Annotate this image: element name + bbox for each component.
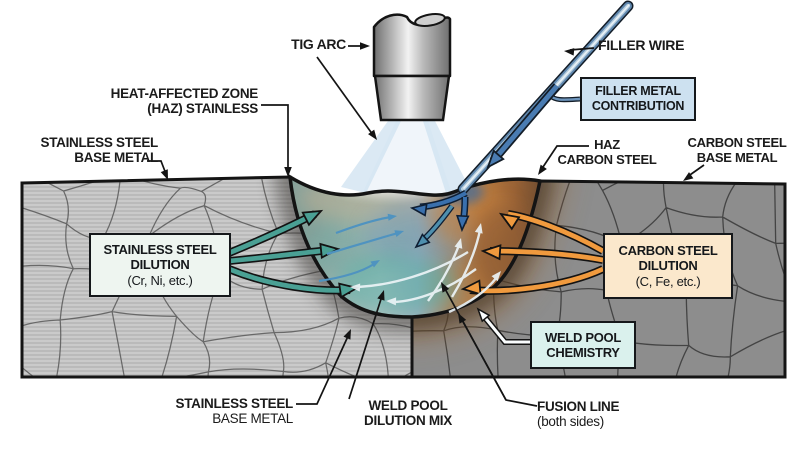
fusion-line-label: FUSION LINE (both sides) (537, 399, 637, 430)
callout-leader-lines (147, 42, 705, 407)
filler-metal-contribution-box: FILLER METAL CONTRIBUTION (580, 77, 696, 121)
fmc-line2: CONTRIBUTION (591, 99, 685, 113)
ssd-line1: STAINLESS STEEL (103, 242, 217, 257)
filler-metal-arrows (409, 83, 561, 249)
weld-pool-chemistry-leader (476, 307, 531, 345)
weld-pool-dilution-line2: DILUTION MIX (364, 413, 452, 429)
haz-carbon-line2: CARBON STEEL (557, 151, 657, 167)
carbon-dilution-arrows (460, 210, 605, 296)
ssd-line3: (Cr, Ni, etc.) (127, 272, 193, 288)
tig-arc-label: TIG ARC (270, 36, 346, 53)
pool-swirl-arrows (350, 223, 501, 314)
csd-line1: CARBON STEEL (618, 243, 718, 258)
weld-pool-dilution-label: WELD POOL DILUTION MIX (352, 398, 464, 429)
tig-torch-icon (372, 12, 452, 122)
haz-stainless-line2: (HAZ) STAINLESS (147, 101, 258, 117)
stainless-base-top-line2: BASE METAL (74, 150, 158, 166)
haz-stainless-line1: HEAT-AFFECTED ZONE (110, 86, 259, 101)
haz-stainless-label: HEAT-AFFECTED ZONE (HAZ) STAINLESS (80, 86, 259, 117)
filler-wire-label: FILLER WIRE (598, 37, 685, 54)
tig-arc-glow (341, 121, 470, 194)
haz-carbon-label: HAZ CARBON STEEL (548, 137, 666, 168)
csd-line2: DILUTION (638, 258, 698, 274)
fusion-line-line1: FUSION LINE (537, 399, 620, 414)
stainless-base-bottom-line2: BASE METAL (212, 411, 293, 427)
stainless-base-bottom-label: STAINLESS STEEL BASE METAL (150, 396, 293, 427)
stainless-dilution-arrows (227, 209, 360, 299)
stainless-dilution-box: STAINLESS STEEL DILUTION (Cr, Ni, etc.) (89, 233, 231, 297)
stainless-base-top-line1: STAINLESS STEEL (40, 135, 158, 150)
fusion-line-line2: (both sides) (537, 414, 604, 430)
stainless-base-top-label: STAINLESS STEEL BASE METAL (18, 135, 158, 166)
wpc-line2: CHEMISTRY (546, 345, 620, 360)
filler-wire-text: FILLER WIRE (598, 37, 685, 53)
ssd-line2: DILUTION (130, 257, 190, 273)
carbon-base-line1: CARBON STEEL (687, 135, 787, 150)
csd-line3: (C, Fe, etc.) (635, 273, 701, 289)
carbon-base-label: CARBON STEEL BASE METAL (676, 135, 798, 166)
haz-carbon-line1: HAZ (594, 137, 620, 152)
fmc-line1: FILLER METAL (595, 84, 681, 99)
carbon-base-line2: BASE METAL (696, 149, 778, 165)
carbon-dilution-box: CARBON STEEL DILUTION (C, Fe, etc.) (603, 233, 733, 299)
tig-arc-text: TIG ARC (291, 36, 346, 52)
weld-pool-dilution-line1: WELD POOL (368, 398, 448, 413)
stainless-base-bottom-line1: STAINLESS STEEL (175, 396, 293, 411)
wpc-line1: WELD POOL (544, 329, 622, 345)
pool-convection-arrows (318, 213, 404, 283)
weld-pool-chemistry-box: WELD POOL CHEMISTRY (530, 321, 636, 369)
